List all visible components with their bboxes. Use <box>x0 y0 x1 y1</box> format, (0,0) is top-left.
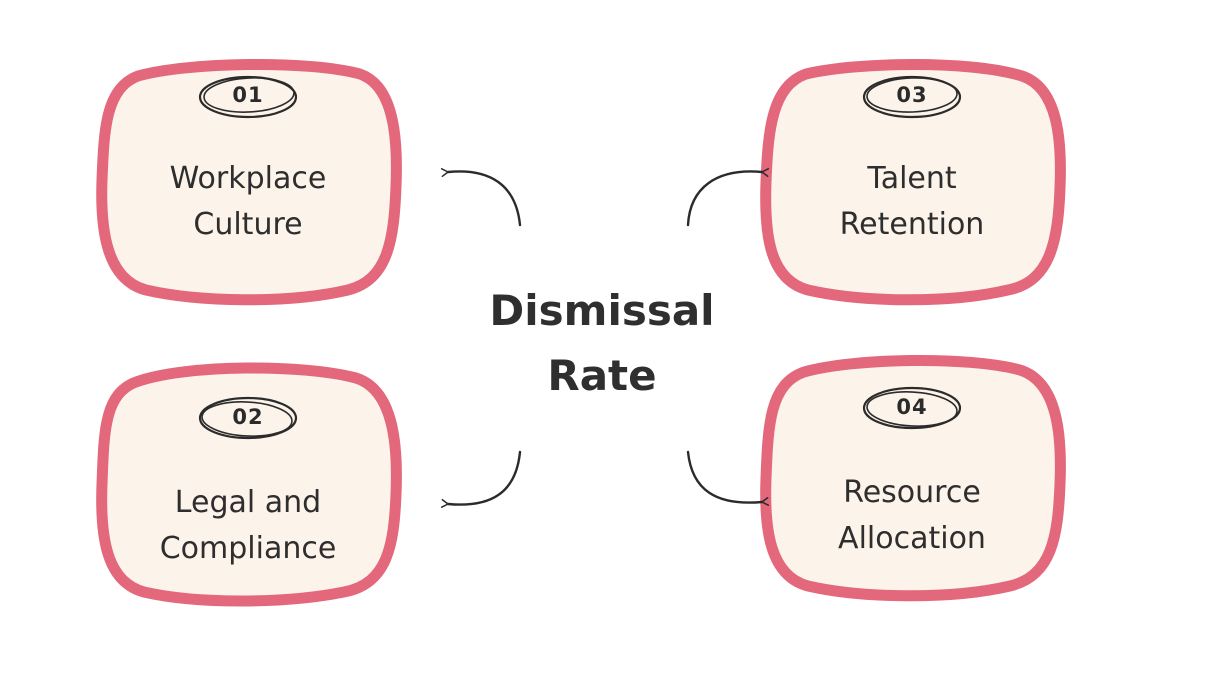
arrow-to-talent-retention <box>686 168 770 227</box>
badge-04: 04 <box>860 382 964 434</box>
badge-scribble-oval <box>198 396 298 440</box>
center-title-line-1: Dismissal <box>489 286 715 335</box>
badge-01: 01 <box>196 70 300 122</box>
card-label: Talent Retention <box>782 156 1042 248</box>
card-label: Legal and Compliance <box>118 480 378 572</box>
arrow-to-resource-allocation <box>686 450 770 506</box>
arrow-to-legal-and-compliance <box>440 450 522 508</box>
badge-scribble-oval <box>862 75 962 119</box>
card-label-line-2: Compliance <box>159 531 337 566</box>
card-legal-and-compliance: 02 Legal and Compliance <box>96 358 402 607</box>
badge-02: 02 <box>196 392 300 444</box>
card-label-line-1: Workplace <box>169 161 327 196</box>
center-title-line-2: Rate <box>547 351 657 400</box>
card-number: 01 <box>232 83 264 107</box>
badge-scribble-oval <box>862 386 962 430</box>
badge-scribble-oval <box>198 75 298 119</box>
card-resource-allocation: 04 Resource Allocation <box>760 352 1066 602</box>
card-workplace-culture: 01 Workplace Culture <box>96 58 402 306</box>
badge-03: 03 <box>860 70 964 122</box>
card-border-shape <box>760 354 1066 602</box>
card-border-shape <box>760 59 1066 306</box>
center-title: Dismissal Rate <box>447 278 757 408</box>
card-border-shape <box>96 362 402 607</box>
card-number: 02 <box>232 405 264 429</box>
card-label-line-1: Legal and <box>174 485 322 520</box>
card-label-line-1: Resource <box>843 475 981 510</box>
arrow-to-workplace-culture <box>440 168 522 227</box>
card-border-shape <box>96 58 402 306</box>
card-number: 03 <box>896 83 928 107</box>
card-label-line-2: Culture <box>193 207 303 242</box>
card-label-line-1: Talent <box>867 161 957 196</box>
card-talent-retention: 03 Talent Retention <box>760 58 1066 306</box>
card-label: Workplace Culture <box>118 156 378 248</box>
card-label-line-2: Retention <box>839 207 985 242</box>
card-number: 04 <box>896 395 928 419</box>
card-label: Resource Allocation <box>782 470 1042 562</box>
card-label-line-2: Allocation <box>838 521 986 556</box>
